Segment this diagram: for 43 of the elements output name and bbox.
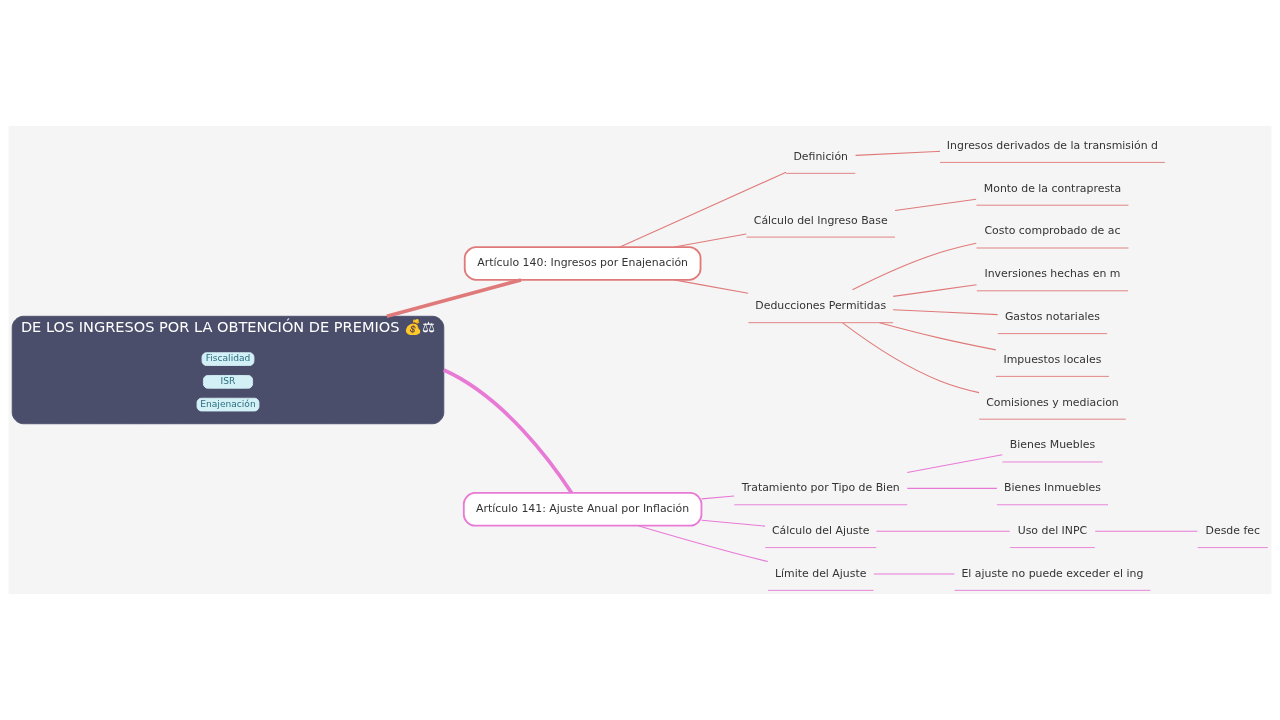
node-text: Cálculo del Ajuste [771,524,870,537]
connector [673,233,747,248]
connector [894,198,977,212]
node-text: Costo comprobado de ac [984,224,1121,238]
node-box: Enajenación [196,397,260,412]
connector [875,530,1011,532]
node-box: Artículo 141: Ajuste Anual por Inflación [462,492,703,527]
node-text: Desde fec [1205,524,1260,537]
node-text: Ingresos derivados de la transmisión d [946,138,1159,152]
connector [892,309,999,316]
connector [879,322,997,351]
node-text: Inversiones hechas en m [984,267,1121,281]
connector [701,495,735,500]
node-box: Artículo 140: Ingresos por Enajenación [463,246,702,281]
node-text: Uso del INPC [1017,524,1088,537]
node-text: Impuestos locales [1003,352,1102,366]
connector [906,454,1003,473]
node-text: Monto de la contrapresta [983,181,1122,195]
connector [701,519,766,527]
node-text: Bienes Inmuebles [1004,481,1101,495]
node-text: Tratamiento por Tipo de Bien [741,481,900,495]
node-text: El ajuste no puede exceder el ing [961,566,1144,580]
connector [1094,530,1198,532]
connector [855,150,941,156]
connector [673,279,749,294]
node-text: Deducciones Permitidas [755,299,887,313]
node-box: Fiscalidad [201,352,255,366]
node-text: Cálculo del Ingreso Base [753,213,888,227]
connector [619,171,787,248]
node-text: Límite del Ajuste [775,566,867,580]
connector [442,368,574,494]
connector [892,284,978,297]
node-text: Definición [793,149,848,163]
node-text: Gastos notariales [1004,310,1101,324]
connector [637,525,769,563]
node-text: Comisiones y mediacion [986,395,1119,409]
connector [851,242,977,291]
connector [873,573,955,575]
node-box: ISR [202,375,254,389]
node-text: Bienes Muebles [1009,438,1096,452]
connector [842,322,980,394]
connector [386,278,522,319]
connector [906,487,998,489]
